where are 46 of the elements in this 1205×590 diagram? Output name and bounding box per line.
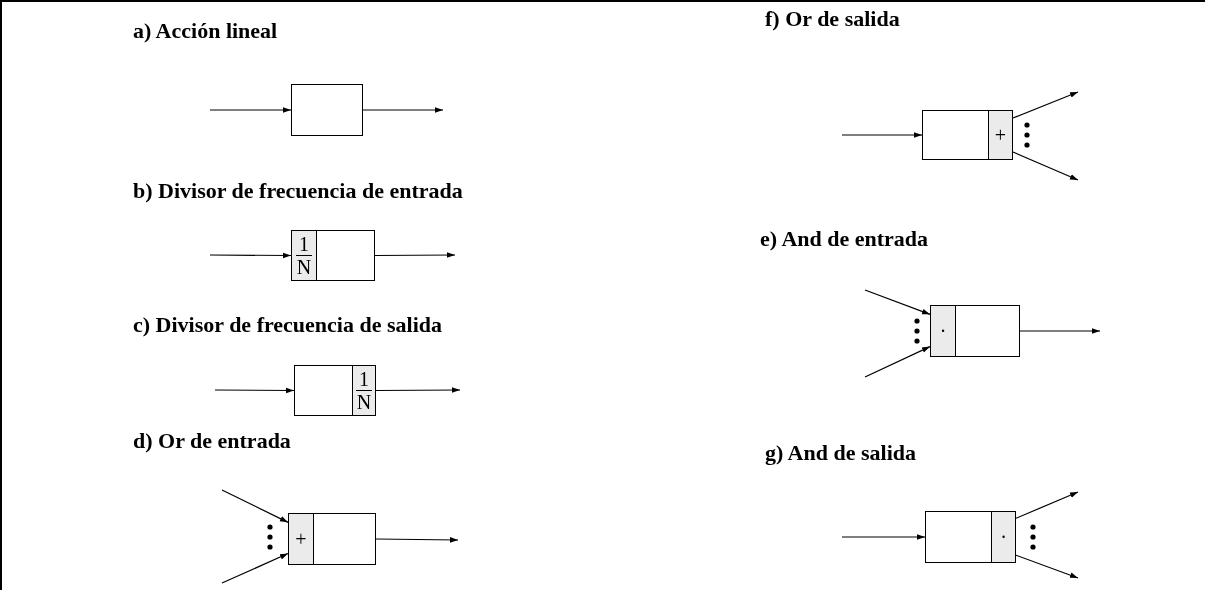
- arrow: [1012, 151, 1079, 181]
- block-box: [930, 305, 1020, 357]
- arrow: [1015, 554, 1079, 579]
- operator-symbol: +: [295, 529, 307, 549]
- shaded-section: [931, 306, 956, 356]
- arrow: [214, 387, 295, 394]
- section-heading: c) Divisor de frecuencia de salida: [133, 312, 442, 338]
- section-heading: b) Divisor de frecuencia de entrada: [133, 178, 463, 204]
- block-box: [294, 365, 376, 416]
- block-box: [291, 230, 375, 281]
- arrow: [864, 346, 931, 378]
- fraction-numerator: 1: [296, 234, 312, 256]
- arrow: [1012, 91, 1079, 119]
- operator-symbol: ·: [1000, 527, 1007, 547]
- fraction-denominator: N: [355, 391, 373, 412]
- operator-symbol: ·: [939, 321, 947, 341]
- shaded-section: [352, 366, 375, 415]
- section-heading: d) Or de entrada: [133, 428, 291, 454]
- arrow: [375, 387, 461, 393]
- fraction-numerator: 1: [356, 369, 372, 391]
- section-heading: a) Acción lineal: [133, 18, 278, 44]
- shaded-section: [292, 231, 317, 280]
- arrow: [864, 289, 931, 315]
- section-heading: g) And de salida: [765, 440, 916, 466]
- arrow: [1019, 328, 1101, 334]
- shaded-section: [991, 512, 1015, 562]
- operator-symbol: +: [994, 125, 1007, 145]
- shaded-section: [289, 514, 314, 564]
- block-box: [288, 513, 376, 565]
- section-heading: e) And de entrada: [760, 226, 929, 252]
- block-box: [922, 110, 1013, 160]
- shaded-section: [988, 111, 1012, 159]
- arrow: [209, 252, 292, 259]
- arrow: [374, 252, 456, 258]
- arrow: [362, 107, 444, 113]
- arrow: [375, 537, 459, 543]
- fraction-denominator: N: [295, 256, 313, 277]
- arrow: [221, 489, 289, 523]
- arrow: [1015, 491, 1079, 519]
- section-heading: f) Or de salida: [765, 6, 900, 32]
- arrow: [841, 132, 923, 138]
- block-box: [291, 84, 363, 136]
- block-box: [925, 511, 1016, 563]
- arrow: [221, 552, 289, 584]
- arrow: [209, 107, 292, 113]
- arrow: [841, 534, 926, 540]
